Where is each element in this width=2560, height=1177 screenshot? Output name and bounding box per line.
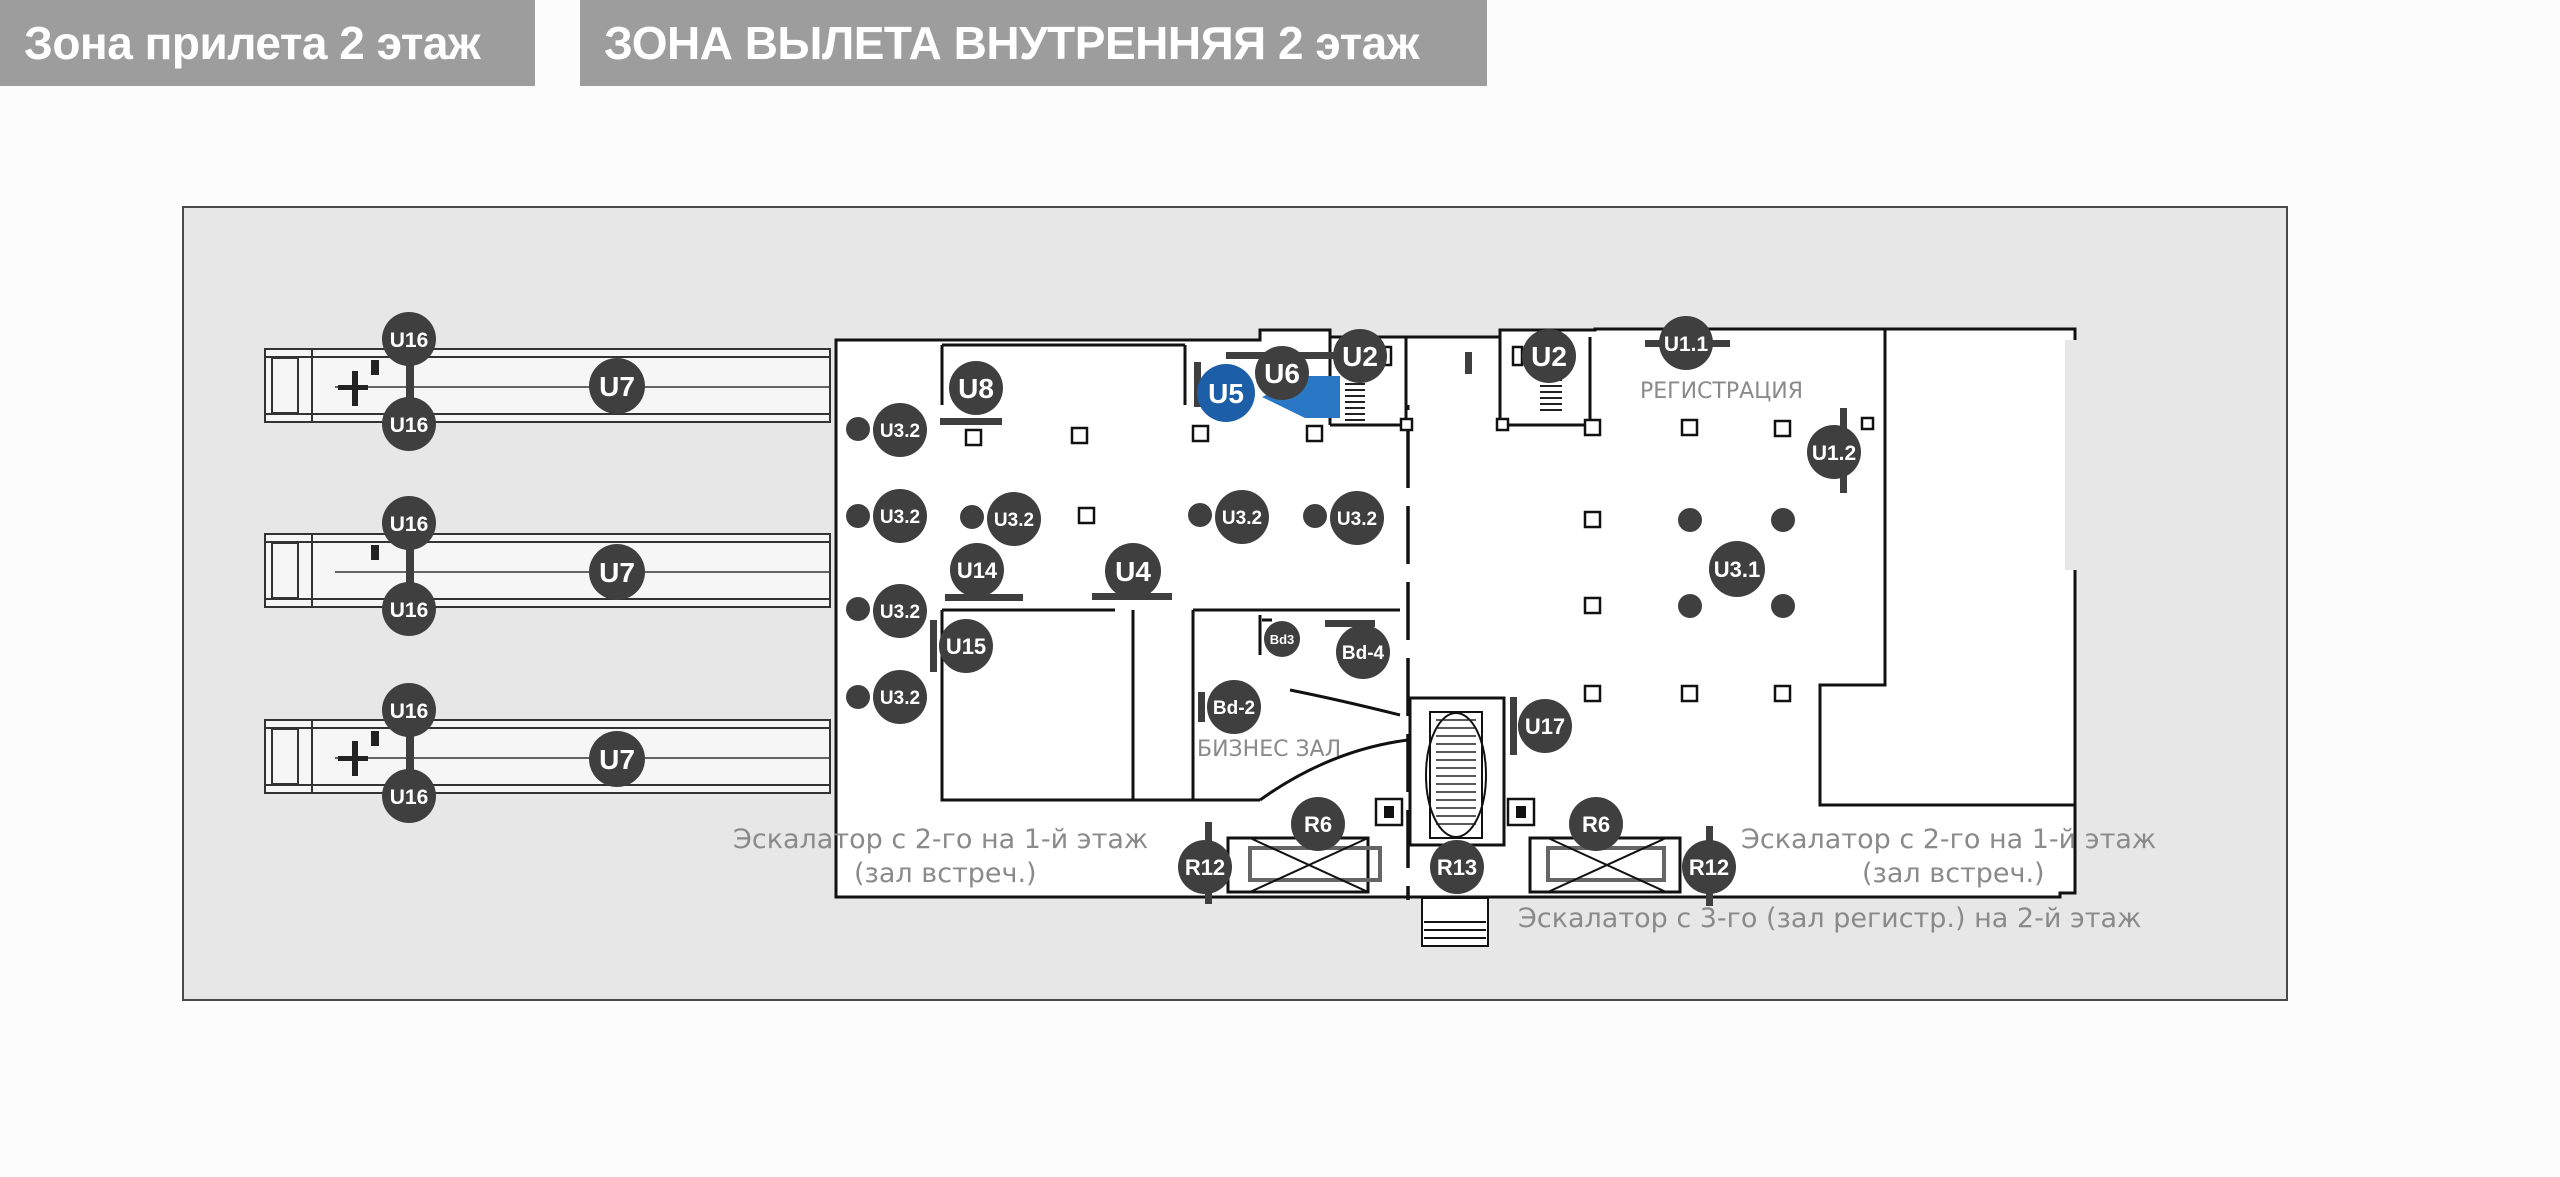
svg-text:U3.2: U3.2 — [1337, 509, 1377, 530]
svg-text:U15: U15 — [946, 634, 986, 659]
marker-u2[interactable]: U2 — [1333, 329, 1387, 383]
marker-u4[interactable]: U4 — [1105, 543, 1161, 599]
terminal-hall — [834, 327, 2077, 899]
marker-u7[interactable]: U7 — [589, 544, 645, 600]
jet-bridge-2 — [264, 533, 831, 608]
jet-bridge-1 — [264, 348, 831, 423]
text-labels: РЕГИСТРАЦИЯ БИЗНЕС ЗАЛ Эскалатор с 2-го … — [733, 379, 2156, 934]
svg-text:Bd3: Bd3 — [1270, 632, 1295, 647]
svg-text:Bd-2: Bd-2 — [1213, 698, 1255, 719]
marker-u2[interactable]: U2 — [1522, 329, 1576, 383]
svg-text:R6: R6 — [1304, 812, 1332, 837]
marker-u3-2[interactable]: U3.2 — [873, 489, 927, 543]
marker-bd2[interactable]: Bd-2 — [1207, 680, 1261, 734]
marker-r12[interactable]: R12 — [1178, 840, 1232, 894]
marker-u8[interactable]: U8 — [949, 361, 1003, 415]
marker-u7[interactable]: U7 — [589, 731, 645, 787]
svg-text:R6: R6 — [1582, 812, 1610, 837]
marker-r6[interactable]: R6 — [1569, 797, 1623, 851]
columns-round — [846, 417, 1795, 709]
bridge-markers — [406, 355, 414, 776]
svg-text:R12: R12 — [1185, 855, 1225, 880]
registration-label: РЕГИСТРАЦИЯ — [1640, 379, 1803, 404]
svg-text:U16: U16 — [390, 513, 429, 536]
svg-text:U7: U7 — [599, 371, 635, 402]
marker-bd3[interactable]: Bd3 — [1264, 621, 1300, 657]
svg-text:U2: U2 — [1342, 341, 1378, 372]
svg-text:U4: U4 — [1115, 556, 1151, 587]
svg-text:U3.2: U3.2 — [880, 421, 920, 442]
jet-bridge-3 — [264, 719, 831, 794]
marker-u3-2[interactable]: U3.2 — [1215, 490, 1269, 544]
marker-u7[interactable]: U7 — [589, 358, 645, 414]
marker-u16[interactable]: U16 — [382, 312, 436, 366]
columns-square — [964, 345, 1875, 827]
marker-u15[interactable]: U15 — [939, 619, 993, 673]
svg-text:U3.2: U3.2 — [880, 602, 920, 623]
escalator-right-label: Эскалатор с 2-го на 1-й этаж — [1741, 824, 2156, 855]
marker-u14[interactable]: U14 — [950, 543, 1004, 597]
svg-text:U17: U17 — [1525, 714, 1565, 739]
marker-bd4[interactable]: Bd-4 — [1336, 625, 1390, 679]
svg-text:U3.2: U3.2 — [1222, 508, 1262, 529]
escalator-right-sublabel: (зал встреч.) — [1862, 858, 2045, 889]
marker-u16[interactable]: U16 — [382, 496, 436, 550]
svg-text:U16: U16 — [390, 329, 429, 352]
marker-u1-2[interactable]: U1.2 — [1807, 425, 1861, 479]
direction-arrow — [1262, 376, 1340, 418]
marker-r6[interactable]: R6 — [1291, 797, 1345, 851]
svg-text:U1.2: U1.2 — [1812, 442, 1856, 465]
markers: U16 U16 U7 U16 U16 U7 U16 U16 U7 U8 U6 U… — [382, 312, 1861, 894]
jet-bridges — [264, 348, 831, 794]
marker-u3-2[interactable]: U3.2 — [873, 670, 927, 724]
marker-u6[interactable]: U6 — [1255, 346, 1309, 400]
svg-text:U3.2: U3.2 — [994, 510, 1034, 531]
tab-arrival-2nd-floor[interactable]: Зона прилета 2 этаж — [0, 0, 535, 86]
escalator-left-sublabel: (зал встреч.) — [854, 858, 1037, 889]
svg-text:U16: U16 — [390, 786, 429, 809]
svg-text:U2: U2 — [1531, 341, 1567, 372]
svg-text:R13: R13 — [1437, 855, 1477, 880]
columns-square-inner — [1384, 806, 1526, 818]
marker-u3-2[interactable]: U3.2 — [987, 492, 1041, 546]
svg-text:U1.1: U1.1 — [1664, 333, 1709, 356]
svg-text:U8: U8 — [958, 373, 994, 404]
marker-r13[interactable]: R13 — [1430, 840, 1484, 894]
marker-u5-current[interactable]: U5 — [1197, 364, 1255, 422]
stairs — [1345, 379, 1562, 421]
svg-text:U5: U5 — [1208, 378, 1244, 409]
marker-u16[interactable]: U16 — [382, 683, 436, 737]
marker-r12[interactable]: R12 — [1682, 840, 1736, 894]
marker-u16[interactable]: U16 — [382, 582, 436, 636]
svg-text:U3.2: U3.2 — [880, 688, 920, 709]
svg-text:U3.2: U3.2 — [880, 507, 920, 528]
svg-text:R12: R12 — [1689, 855, 1729, 880]
svg-text:U16: U16 — [390, 414, 429, 437]
svg-text:U7: U7 — [599, 744, 635, 775]
marker-u16[interactable]: U16 — [382, 769, 436, 823]
escalator-bottom-label: Эскалатор с 3-го (зал регистр.) на 2-й э… — [1518, 903, 2141, 934]
svg-text:Bd-4: Bd-4 — [1342, 643, 1385, 664]
marker-u3-2[interactable]: U3.2 — [873, 403, 927, 457]
business-lounge-label: БИЗНЕС ЗАЛ — [1197, 737, 1341, 762]
marker-u17[interactable]: U17 — [1518, 699, 1572, 753]
escalator-left-label: Эскалатор с 2-го на 1-й этаж — [733, 824, 1148, 855]
marker-u16[interactable]: U16 — [382, 397, 436, 451]
marker-u3-2[interactable]: U3.2 — [873, 584, 927, 638]
svg-text:U16: U16 — [390, 599, 429, 622]
interior-walls — [940, 330, 2075, 900]
marker-u3-2[interactable]: U3.2 — [1330, 491, 1384, 545]
svg-text:U16: U16 — [390, 700, 429, 723]
tab-departure-domestic-2nd-floor[interactable]: ЗОНА ВЫЛЕТА ВНУТРЕННЯЯ 2 этаж — [580, 0, 1487, 86]
marker-u3-1[interactable]: U3.1 — [1709, 541, 1765, 597]
svg-text:U6: U6 — [1264, 358, 1300, 389]
svg-text:U3.1: U3.1 — [1714, 557, 1760, 582]
svg-text:U7: U7 — [599, 557, 635, 588]
svg-text:U14: U14 — [957, 558, 998, 583]
marker-u1-1[interactable]: U1.1 — [1659, 316, 1713, 370]
